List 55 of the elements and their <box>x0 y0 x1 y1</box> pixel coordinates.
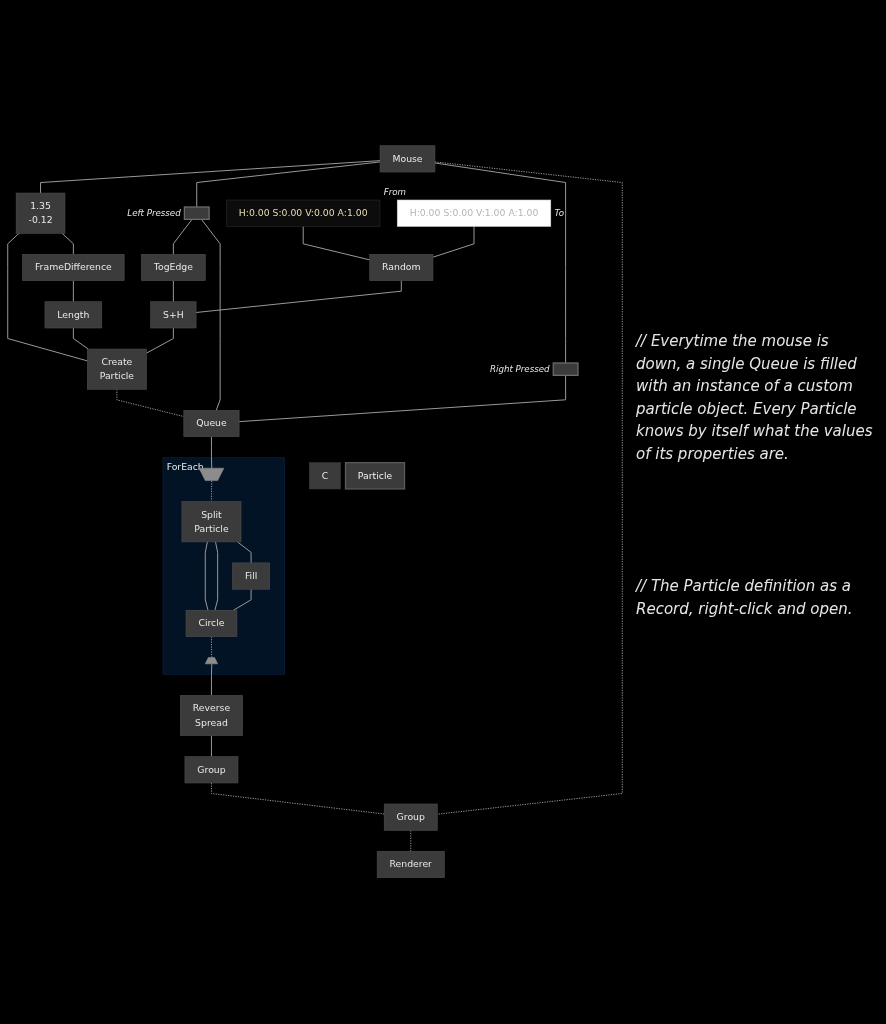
connector <box>116 389 185 418</box>
connector <box>432 226 475 258</box>
connector <box>434 162 567 364</box>
node-caption: From <box>383 187 406 198</box>
connector <box>72 280 74 303</box>
node-box: H:0.00 S:0.00 V:0.00 A:1.00 <box>226 200 381 227</box>
connector <box>40 160 381 194</box>
node-trapezoid <box>204 657 218 665</box>
node-box: Fill <box>232 562 270 590</box>
node-box: H:0.00 S:0.00 V:1.00 A:1.00 <box>396 200 552 227</box>
connector <box>232 589 252 612</box>
connector <box>172 219 193 256</box>
comment-text: // The Particle definition as a Record, right-click and open. <box>636 576 854 620</box>
connector <box>7 233 88 362</box>
connector <box>210 735 212 758</box>
node-box: TogEdge <box>141 254 206 282</box>
connector <box>61 233 74 256</box>
node-box: Particle <box>344 462 406 490</box>
node-caption: Left Pressed <box>127 207 181 218</box>
connector <box>145 327 174 354</box>
connector <box>200 219 221 412</box>
node-box: Renderer <box>376 851 445 879</box>
node-box: FrameDifference <box>22 254 125 282</box>
connector <box>210 663 213 697</box>
connector <box>204 541 209 612</box>
connector <box>302 226 371 261</box>
node-caption: Right Pressed <box>490 363 550 374</box>
node-box: 1.35 -0.12 <box>15 193 66 234</box>
node-box: Circle <box>185 610 238 638</box>
node-box: Mouse <box>379 145 436 173</box>
node-box <box>552 362 579 377</box>
connector <box>214 541 219 612</box>
connector <box>195 280 402 314</box>
node-box: Random <box>369 254 434 282</box>
connector <box>72 327 89 350</box>
node-box: C <box>309 462 341 490</box>
node-box: Reverse Spread <box>180 695 243 737</box>
node-box: Queue <box>183 410 240 438</box>
comment-text: // Everytime the mouse is down, a single Queue is filled with an instance of a custom particle object. Every Particle knows by itself what the values of its properties are. <box>636 331 874 465</box>
connector <box>172 280 174 303</box>
connector <box>210 782 385 815</box>
connector <box>238 375 567 423</box>
node-box <box>183 206 210 221</box>
connector <box>196 161 381 208</box>
node-box: S+H <box>150 301 197 329</box>
node-box: Group <box>184 756 239 784</box>
node-box: Length <box>44 301 103 329</box>
node-box: Split Particle <box>181 501 242 543</box>
connector <box>434 161 623 815</box>
node-trapezoid <box>198 468 225 482</box>
node-box: Create Particle <box>87 349 147 390</box>
node-caption: To <box>554 207 564 218</box>
node-box: Group <box>383 804 438 831</box>
connector <box>237 541 252 564</box>
connector <box>210 436 213 470</box>
